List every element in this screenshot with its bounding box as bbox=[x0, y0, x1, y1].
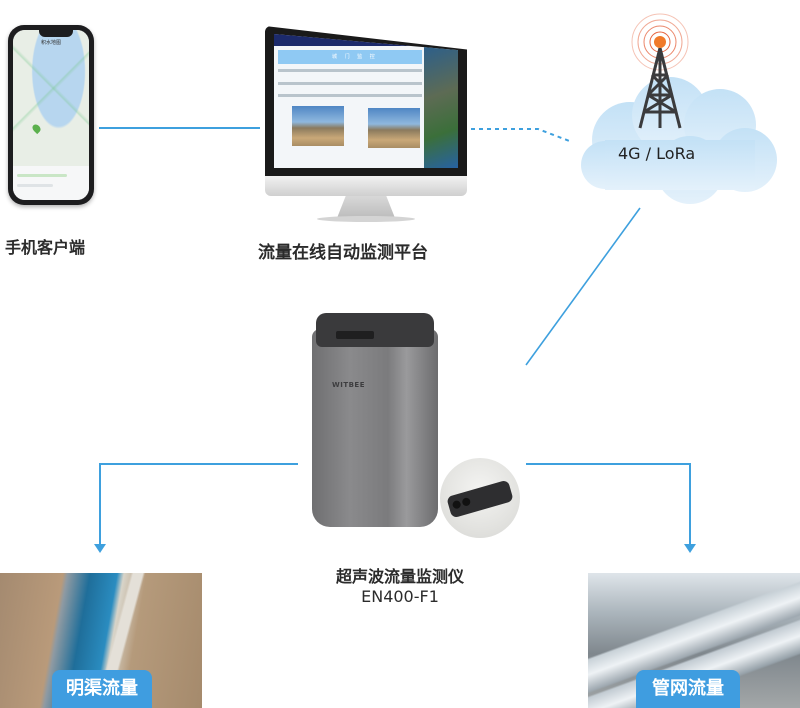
edge-platform-to-network bbox=[471, 128, 573, 143]
monitor-base bbox=[317, 216, 415, 222]
sensor-eye bbox=[461, 496, 472, 507]
phone-info-panel bbox=[13, 166, 89, 200]
network-label: 4G / LoRa bbox=[618, 144, 696, 163]
monitoring-platform-monitor[interactable]: 城 门 监 控 bbox=[265, 26, 467, 222]
platform-row bbox=[278, 82, 422, 85]
site-photo bbox=[368, 108, 420, 148]
info-bar bbox=[17, 174, 67, 177]
site-photo bbox=[292, 106, 344, 146]
edge-device-to-canal bbox=[99, 463, 298, 545]
map-title: 积水地图 bbox=[40, 40, 61, 46]
map-pin-icon bbox=[30, 122, 43, 135]
platform-map-panel bbox=[424, 46, 458, 168]
mobile-client-phone[interactable]: 积水地图 bbox=[8, 25, 94, 205]
map-view: 积水地图 bbox=[13, 30, 89, 168]
monitor-screen: 城 门 监 控 bbox=[274, 34, 458, 168]
edge-device-to-pipes bbox=[526, 463, 691, 545]
device-top bbox=[316, 313, 434, 347]
antenna-light-icon bbox=[654, 36, 666, 48]
network-cloud bbox=[581, 13, 777, 204]
device-label-name: 超声波流量监测仪 bbox=[335, 567, 464, 586]
platform-row bbox=[278, 69, 422, 72]
arrow-down-icon bbox=[684, 544, 696, 553]
device-slot bbox=[336, 331, 374, 339]
phone-screen: 积水地图 bbox=[13, 30, 89, 200]
open-channel-photo[interactable]: 明渠流量 bbox=[0, 573, 202, 708]
device-body: WITBEE bbox=[312, 329, 438, 527]
pipe-network-tag: 管网流量 bbox=[636, 670, 740, 708]
open-channel-tag: 明渠流量 bbox=[52, 670, 152, 708]
device-label-model: EN400-F1 bbox=[361, 587, 439, 606]
platform-row bbox=[278, 94, 422, 97]
ultrasonic-flow-meter[interactable]: WITBEE bbox=[312, 313, 438, 527]
monitor-stand bbox=[337, 196, 395, 218]
ultrasonic-sensor-icon bbox=[446, 479, 514, 519]
platform-banner bbox=[278, 50, 422, 64]
sensor-probe bbox=[440, 458, 520, 538]
sensor-eye bbox=[451, 499, 462, 510]
mobile-client-label: 手机客户端 bbox=[5, 238, 86, 257]
platform-banner-text: 城 门 监 控 bbox=[332, 54, 378, 60]
device-brand: WITBEE bbox=[332, 381, 365, 389]
pipe-network-photo[interactable]: 管网流量 bbox=[588, 573, 800, 708]
cell-tower-icon bbox=[638, 47, 682, 129]
phone-notch bbox=[39, 30, 73, 37]
monitor-chin bbox=[265, 176, 467, 196]
arrow-down-icon bbox=[94, 544, 106, 553]
info-bar bbox=[17, 184, 53, 187]
cloud-shape bbox=[581, 77, 777, 204]
edge-network-to-device bbox=[525, 207, 641, 366]
monitoring-platform-label: 流量在线自动监测平台 bbox=[258, 243, 428, 263]
